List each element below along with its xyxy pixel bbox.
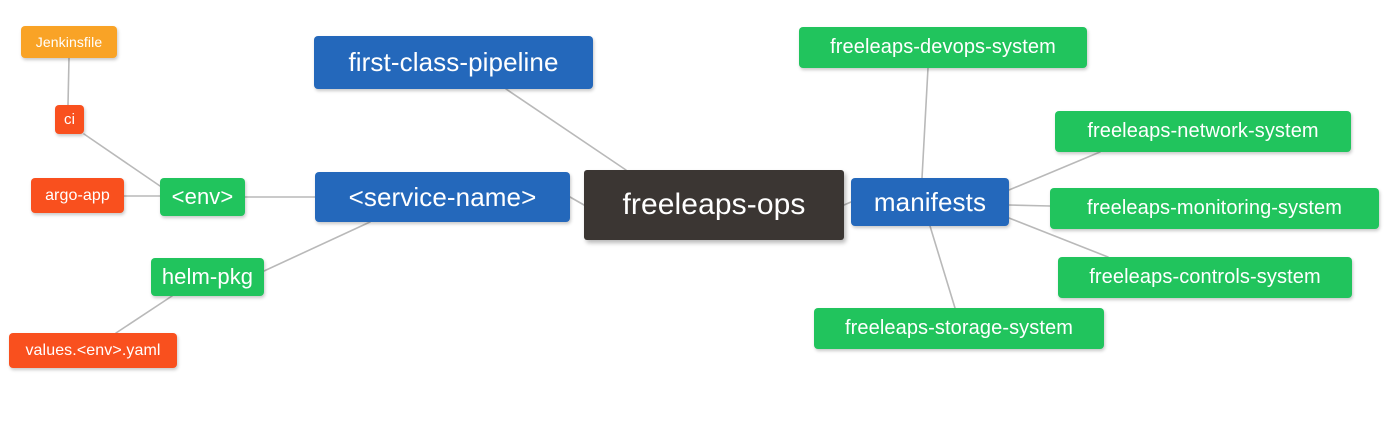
node-label: freeleaps-storage-system — [844, 317, 1074, 339]
node-helm-pkg[interactable]: helm-pkg — [151, 258, 264, 296]
edge-manifests-devops — [921, 67, 929, 179]
edge-ops-service — [569, 196, 585, 206]
node-label: freeleaps-monitoring-system — [1086, 197, 1342, 219]
node-label: Jenkinsfile — [35, 34, 103, 50]
edge-manifests-storage — [929, 225, 956, 309]
node-freeleaps-devops-system[interactable]: freeleaps-devops-system — [799, 27, 1087, 68]
edge-ci-jenkinsfile — [67, 57, 70, 106]
node-manifests[interactable]: manifests — [851, 178, 1009, 226]
node-label: values.<env>.yaml — [25, 341, 161, 359]
node-label: helm-pkg — [161, 264, 254, 289]
node-label: argo-app — [45, 186, 110, 204]
node-label: manifests — [873, 186, 987, 217]
node-service-name[interactable]: <service-name> — [315, 172, 570, 222]
node-label: freeleaps-devops-system — [830, 36, 1056, 58]
node-freeleaps-network-system[interactable]: freeleaps-network-system — [1055, 111, 1351, 152]
edge-manifests-network — [1008, 151, 1101, 191]
node-label: ci — [63, 111, 76, 128]
node-env[interactable]: <env> — [160, 178, 245, 216]
node-label: freeleaps-network-system — [1087, 120, 1319, 142]
edge-service-helm — [263, 221, 371, 272]
node-first-class-pipeline[interactable]: first-class-pipeline — [314, 36, 593, 89]
edge-ops-manifests — [843, 201, 852, 206]
node-label: <service-name> — [348, 181, 537, 212]
node-jenkinsfile[interactable]: Jenkinsfile — [21, 26, 117, 58]
node-argo-app[interactable]: argo-app — [31, 178, 124, 213]
node-freeleaps-ops[interactable]: freeleaps-ops — [584, 170, 844, 240]
node-freeleaps-monitoring-system[interactable]: freeleaps-monitoring-system — [1050, 188, 1379, 229]
edge-ops-pipeline — [505, 88, 627, 171]
edge-manifests-monitoring — [1008, 204, 1051, 207]
node-label: freeleaps-controls-system — [1089, 266, 1321, 288]
node-label: <env> — [171, 184, 234, 209]
node-label: first-class-pipeline — [348, 47, 559, 77]
node-freeleaps-controls-system[interactable]: freeleaps-controls-system — [1058, 257, 1352, 298]
edge-helm-values — [115, 295, 173, 334]
node-label: freeleaps-ops — [622, 188, 806, 221]
node-ci[interactable]: ci — [55, 105, 84, 134]
node-freeleaps-storage-system[interactable]: freeleaps-storage-system — [814, 308, 1104, 349]
node-values-env-yaml[interactable]: values.<env>.yaml — [9, 333, 177, 368]
